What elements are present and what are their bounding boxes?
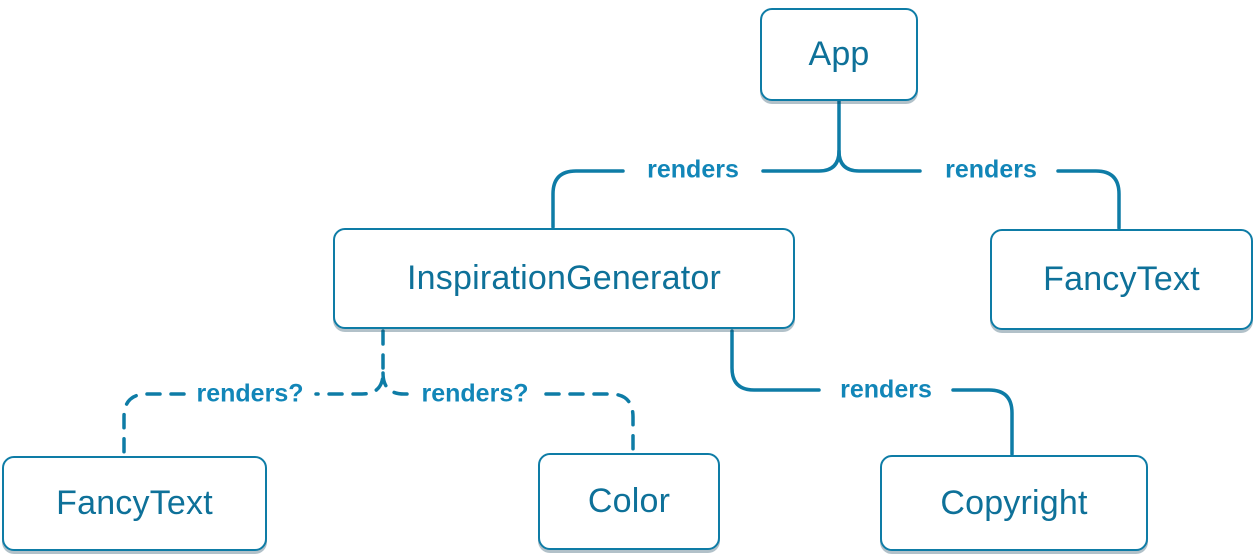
node-color-label: Color [587, 482, 671, 520]
node-inspiration-generator-label: InspirationGenerator [407, 259, 721, 297]
node-inspiration-generator: InspirationGenerator [333, 228, 795, 329]
edge-label-app-to-fancy-text: renders [938, 155, 1044, 185]
node-copyright: Copyright [880, 455, 1148, 551]
edge-label-inspiration-generator-to-fancy-text: renders? [189, 379, 311, 409]
node-app-label: App [808, 35, 870, 73]
node-color: Color [538, 453, 720, 550]
node-app: App [760, 8, 918, 101]
edge-app-to-fancy-text [837, 149, 1121, 230]
edge-inspiration-generator-to-copyright [730, 329, 1014, 456]
node-fancy-text-top-label: FancyText [1043, 260, 1200, 298]
node-fancy-text-bottom: FancyText [2, 456, 267, 551]
edge-inspiration-generator-to-color [381, 371, 635, 454]
node-fancy-text-bottom-label: FancyText [56, 484, 213, 522]
edge-label-inspiration-generator-to-copyright: renders [833, 375, 939, 405]
node-fancy-text-top: FancyText [990, 229, 1253, 330]
edge-label-inspiration-generator-to-color: renders? [414, 379, 536, 409]
edge-inspiration-generator-to-fancy-text [122, 329, 385, 457]
edge-label-app-to-inspiration-generator: renders [640, 155, 746, 185]
node-copyright-label: Copyright [940, 483, 1088, 522]
